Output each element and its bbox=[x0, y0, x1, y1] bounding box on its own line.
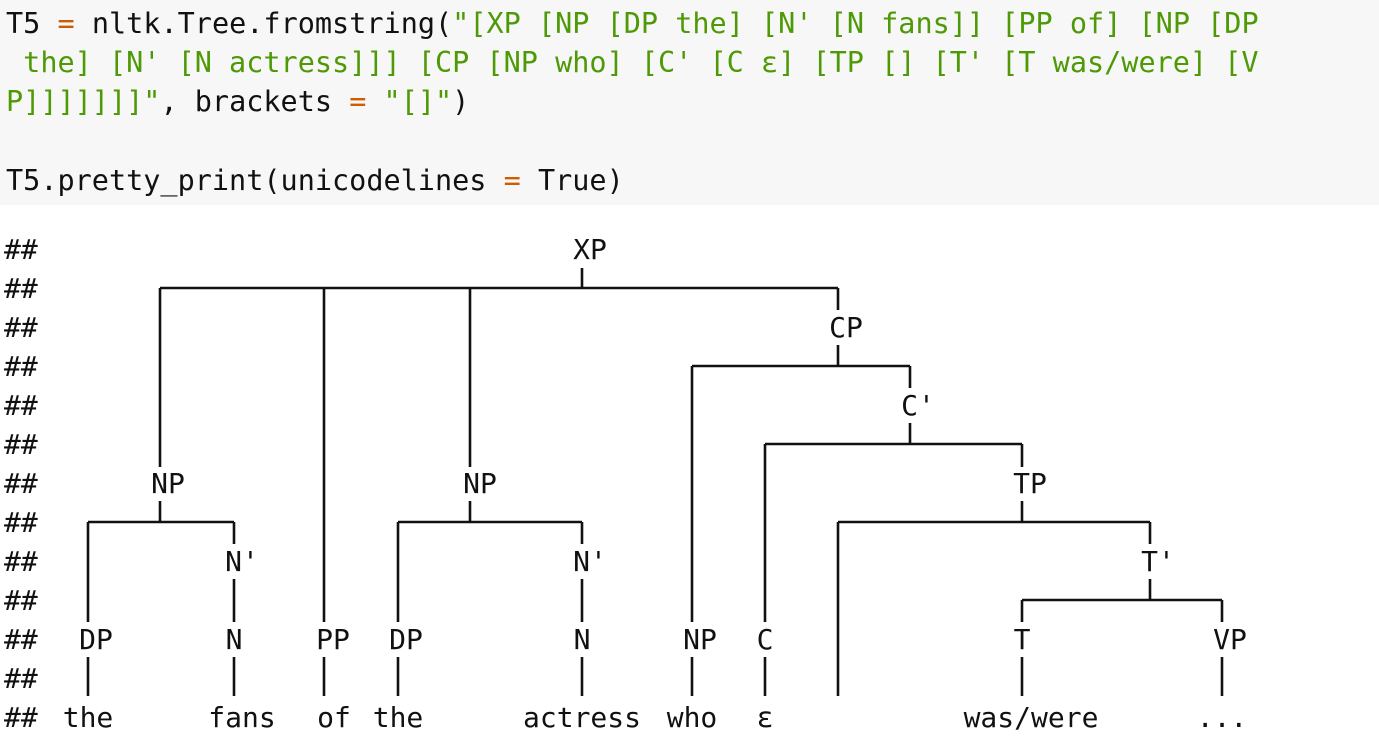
tree-node-dp: DP bbox=[389, 623, 423, 657]
tree-node-np: NP bbox=[463, 467, 497, 501]
output-prefix: ## bbox=[4, 272, 38, 305]
output-prefix: ## bbox=[4, 233, 38, 266]
tree-node-t: T bbox=[1013, 623, 1031, 657]
tree-node-xp: XP bbox=[573, 233, 607, 267]
output-prefix: ## bbox=[4, 428, 38, 461]
output-prefix: ## bbox=[4, 350, 38, 383]
tree-node-c-bar: C' bbox=[901, 389, 935, 423]
output-prefix: ## bbox=[4, 584, 38, 617]
code-assign-operator: = bbox=[57, 7, 75, 40]
tree-node-tp: TP bbox=[1013, 467, 1047, 501]
code-line-2: the] [N' [N actress]]] [CP [NP who] [C' … bbox=[6, 43, 1259, 83]
code-assign-operator: = bbox=[349, 85, 367, 118]
output-prefix: ## bbox=[4, 623, 38, 656]
tree-leaf: the bbox=[62, 701, 114, 735]
tree-node-t-bar: T' bbox=[1141, 545, 1175, 579]
tree-node-dp: DP bbox=[79, 623, 113, 657]
code-variable: T5 bbox=[6, 7, 41, 40]
code-function-call: nltk.Tree.fromstring( bbox=[91, 7, 453, 40]
tree-leaf: fans bbox=[208, 701, 276, 735]
tree-node-n: N bbox=[225, 623, 243, 657]
code-argument: , brackets bbox=[160, 85, 350, 118]
output-prefix: ## bbox=[4, 701, 38, 734]
tree-leaf: ... bbox=[1196, 701, 1248, 735]
code-chunk: T5 = nltk.Tree.fromstring("[XP [NP [DP t… bbox=[0, 0, 1379, 205]
code-close-paren: ) bbox=[452, 85, 470, 118]
code-string: "[]" bbox=[383, 85, 453, 118]
tree-node-cp: CP bbox=[829, 311, 863, 345]
tree-node-c: C bbox=[756, 623, 774, 657]
tree-leaf: ε bbox=[756, 701, 774, 735]
code-argument: True) bbox=[520, 164, 624, 197]
code-string: P]]]]]]]" bbox=[6, 85, 161, 118]
tree-node-np: NP bbox=[683, 623, 717, 657]
code-assign-operator: = bbox=[503, 164, 521, 197]
tree-leaf: actress bbox=[522, 701, 642, 735]
output-prefix: ## bbox=[4, 662, 38, 695]
code-line-1: T5 = nltk.Tree.fromstring("[XP [NP [DP t… bbox=[6, 4, 1259, 44]
code-function-call: T5.pretty_print(unicodelines bbox=[6, 164, 504, 197]
tree-node-n: N bbox=[573, 623, 591, 657]
tree-node-pp: PP bbox=[316, 623, 350, 657]
output-prefix: ## bbox=[4, 545, 38, 578]
tree-leaf: was/were bbox=[963, 701, 1099, 735]
output-prefix: ## bbox=[4, 467, 38, 500]
code-line-3: P]]]]]]]", brackets = "[]") bbox=[6, 82, 469, 122]
tree-node-np: NP bbox=[151, 467, 185, 501]
output-prefix: ## bbox=[4, 506, 38, 539]
tree-node-n-bar: N' bbox=[225, 545, 259, 579]
code-string: "[XP [NP [DP the] [N' [N fans]] [PP of] … bbox=[452, 7, 1259, 40]
code-line-5: T5.pretty_print(unicodelines = True) bbox=[6, 161, 624, 201]
output-prefix: ## bbox=[4, 311, 38, 344]
output-prefix: ## bbox=[4, 389, 38, 422]
tree-leaf: of bbox=[317, 701, 351, 735]
tree-leaf: who bbox=[666, 701, 718, 735]
tree-node-vp: VP bbox=[1213, 623, 1247, 657]
code-string: the] [N' [N actress]]] [CP [NP who] [C' … bbox=[6, 46, 1259, 79]
tree-node-n-bar: N' bbox=[573, 545, 607, 579]
tree-leaf: the bbox=[372, 701, 424, 735]
